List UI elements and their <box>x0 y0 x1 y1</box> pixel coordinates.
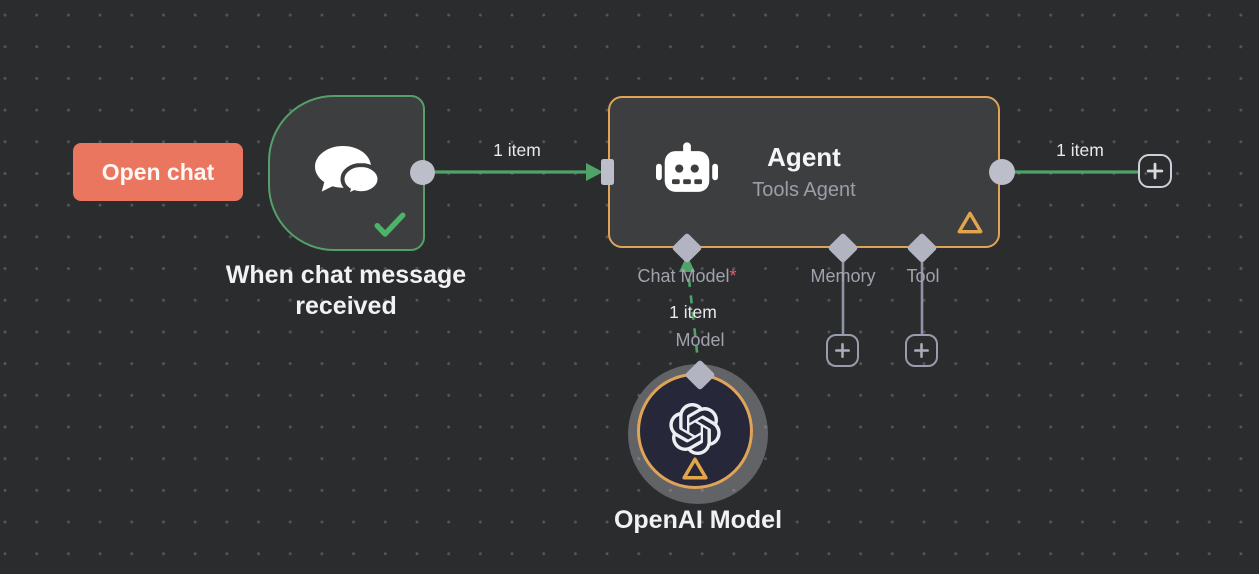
connection-openai-to-chat-model[interactable] <box>679 255 700 362</box>
agent-node-text: Agent Tools Agent <box>610 142 998 202</box>
warning-triangle-icon <box>680 456 710 481</box>
agent-node-subtitle: Tools Agent <box>752 179 856 201</box>
trigger-node-title-line2: received <box>295 292 397 320</box>
memory-port-label: Memory <box>810 266 876 286</box>
agent-node[interactable]: Agent Tools Agent <box>608 96 1000 248</box>
trigger-node-title-line1: When chat message <box>225 261 467 289</box>
robot-icon <box>656 142 718 199</box>
arrowhead-up <box>679 255 695 272</box>
check-icon <box>372 210 408 240</box>
openai-node-body <box>637 373 753 489</box>
add-tool-button[interactable] <box>905 334 938 367</box>
plus-icon <box>1145 161 1165 181</box>
openai-node-title: OpenAI Model <box>613 506 783 534</box>
required-marker: * <box>729 266 737 286</box>
items-count-label: 1 item <box>1056 140 1104 160</box>
add-memory-button[interactable] <box>826 334 859 367</box>
agent-input-endpoint[interactable] <box>601 159 614 185</box>
trigger-node-when-chat-message-received[interactable] <box>268 95 425 251</box>
warning-triangle-icon <box>956 210 984 235</box>
trigger-node-title: When chat message received <box>171 260 521 322</box>
add-node-button[interactable] <box>1138 154 1172 188</box>
connection-trigger-to-agent[interactable] <box>435 163 603 181</box>
agent-output-endpoint[interactable] <box>989 159 1015 185</box>
openai-logo-icon <box>669 403 721 455</box>
plus-icon <box>912 341 931 360</box>
trigger-output-endpoint[interactable] <box>410 160 435 185</box>
open-chat-button[interactable]: Open chat <box>73 143 243 201</box>
plus-icon <box>833 341 852 360</box>
arrowhead-right <box>586 163 603 181</box>
agent-node-title: Agent <box>767 142 841 172</box>
chat-model-port-label: Chat Model* <box>587 266 787 287</box>
chat-model-port-text: Chat Model <box>637 266 730 286</box>
items-count-label: 1 item <box>669 302 717 322</box>
chat-bubbles-icon <box>314 145 382 201</box>
tool-port-label: Tool <box>906 266 940 286</box>
model-output-label: Model <box>675 330 725 350</box>
items-count-label: 1 item <box>493 140 541 160</box>
